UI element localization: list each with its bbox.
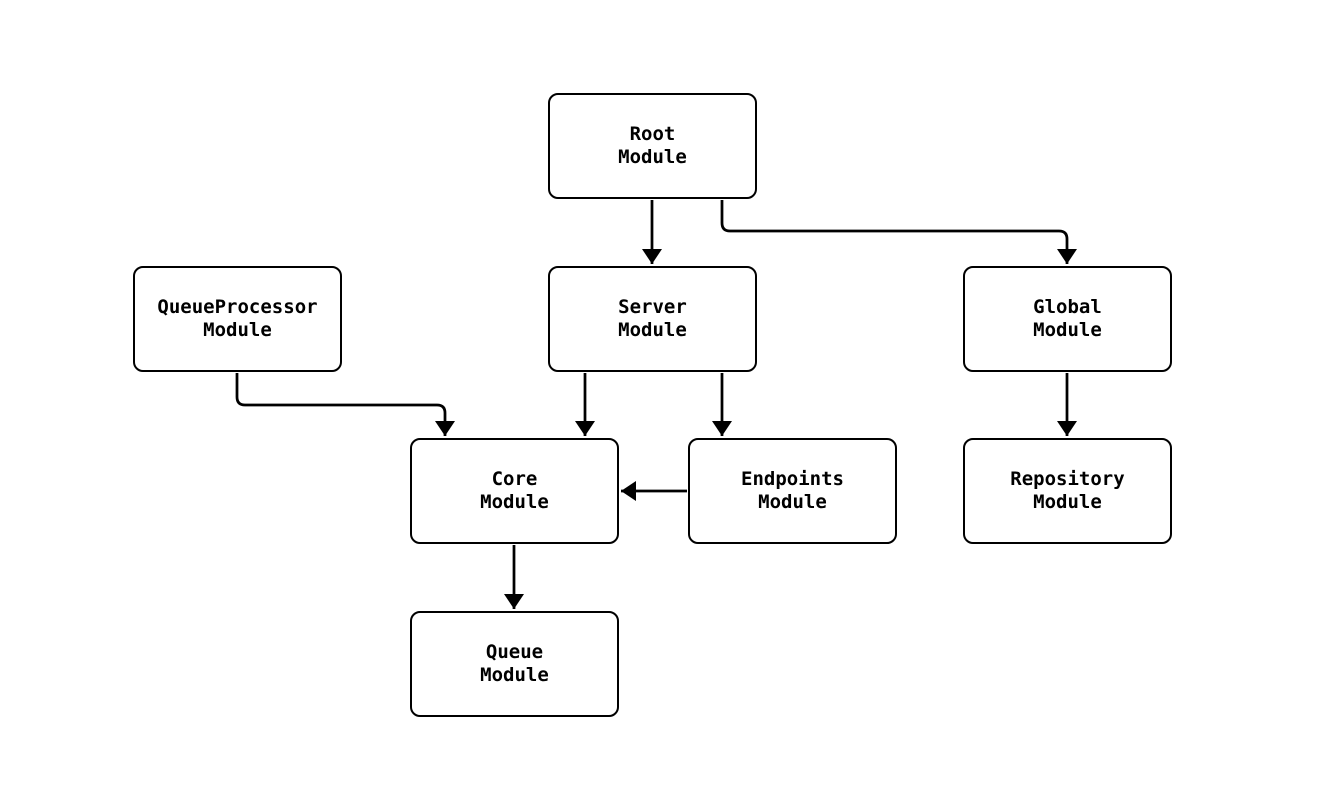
node-label-line: Global bbox=[1033, 296, 1102, 318]
node-label-line: Queue bbox=[485, 641, 544, 663]
node-label-line: QueueProcessor bbox=[157, 296, 318, 318]
node-label-line: Endpoints bbox=[741, 468, 844, 490]
node-label-line: Module bbox=[1033, 319, 1102, 341]
node-label-line: Module bbox=[758, 491, 827, 513]
node-label-line: Server bbox=[618, 296, 687, 318]
node-label-line: Module bbox=[618, 146, 687, 168]
node-label-line: Core bbox=[491, 468, 538, 490]
node-label-line: Repository bbox=[1010, 468, 1125, 490]
edge-queueprocessor-core bbox=[235, 373, 455, 436]
node-label-line: Module bbox=[618, 319, 687, 341]
node-label-line: Module bbox=[480, 491, 549, 513]
edge-root-global bbox=[720, 200, 1077, 264]
node-label-line: Module bbox=[480, 664, 549, 686]
node-label-line: Module bbox=[203, 319, 272, 341]
node-label-line: Root bbox=[629, 123, 676, 145]
node-label-line: Module bbox=[1033, 491, 1102, 513]
